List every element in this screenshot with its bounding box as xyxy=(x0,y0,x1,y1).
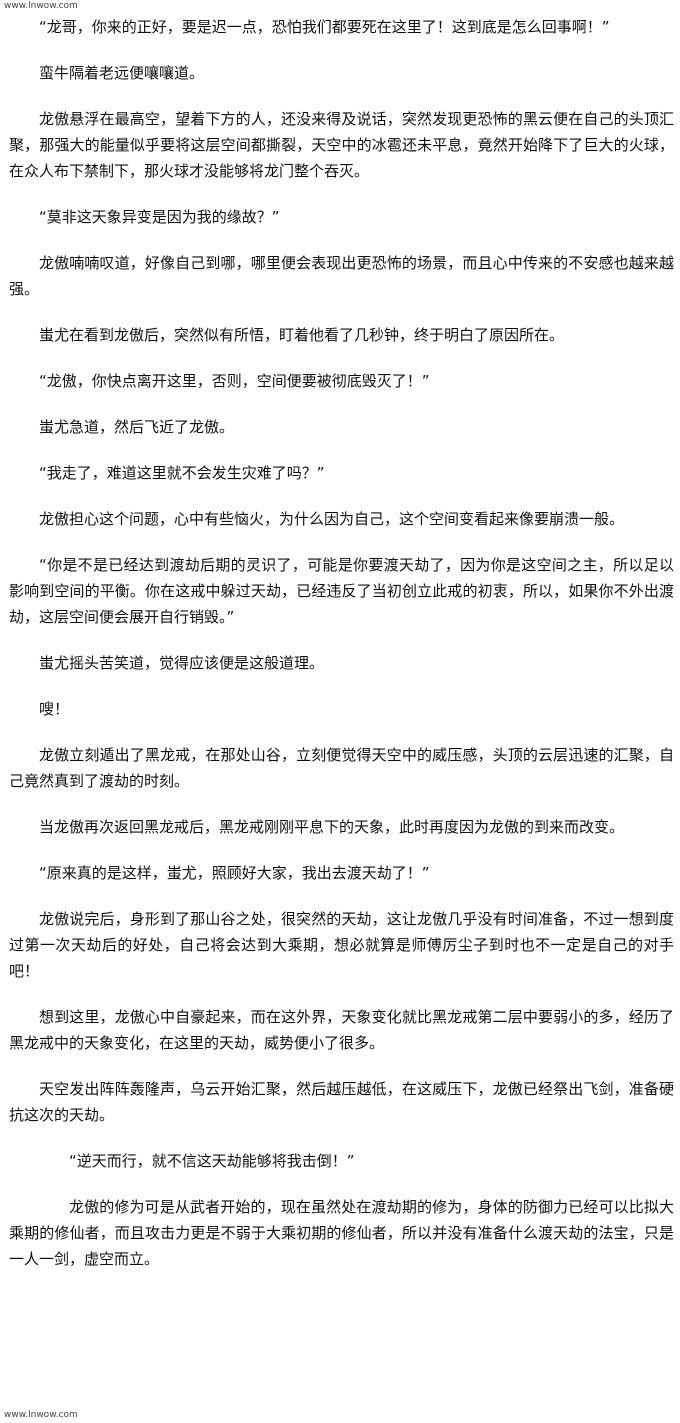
paragraph-20: “逆天而行，就不信这天劫能够将我击倒！” xyxy=(69,1152,355,1170)
paragraph-21: 龙傲的修为可是从武者开始的，现在虽然处在渡劫期的修为，身体的防御力已经可以比拟大… xyxy=(9,1198,674,1268)
paragraph-15: 当龙傲再次返回黑龙戒后，黑龙戒刚刚平息下的天象，此时再度因为龙傲的到来而改变。 xyxy=(39,818,625,836)
paragraph-2: 蛮牛隔着老远便嚷嚷道。 xyxy=(39,64,205,82)
paragraph-1: “龙哥，你来的正好，要是迟一点，恐怕我们都要死在这里了！这到底是怎么回事啊！” xyxy=(39,18,610,36)
paragraph-8: 蚩尤急道，然后飞近了龙傲。 xyxy=(39,418,235,436)
paragraph-10: 龙傲担心这个问题，心中有些恼火，为什么因为自己，这个空间变看起来像要崩溃一般。 xyxy=(39,510,625,528)
paragraph-17: 龙傲说完后，身形到了那山谷之处，很突然的天劫，这让龙傲几乎没有时间准备，不过一想… xyxy=(9,910,674,980)
paragraph-11: “你是不是已经达到渡劫后期的灵识了，可能是你要渡天劫了，因为你是这空间之主，所以… xyxy=(9,556,674,626)
paragraph-19: 天空发出阵阵轰隆声，乌云开始汇聚，然后越压越低，在这威压下，龙傲已经祭出飞剑，准… xyxy=(9,1080,674,1124)
paragraph-14: 龙傲立刻遁出了黑龙戒，在那处山谷，立刻便觉得天空中的威压感，头顶的云层迅速的汇聚… xyxy=(9,746,674,790)
paragraph-18: 想到这里，龙傲心中自豪起来，而在这外界，天象变化就比黑龙戒第二层中要弱小的多，经… xyxy=(9,1008,674,1052)
paragraph-9: “我走了，难道这里就不会发生灾难了吗？” xyxy=(39,464,325,482)
watermark-top: www.lnwow.com xyxy=(4,1,78,11)
paragraph-13: 嗖！ xyxy=(39,700,70,718)
article-body: “龙哥，你来的正好，要是迟一点，恐怕我们都要死在这里了！这到底是怎么回事啊！” … xyxy=(0,14,680,1272)
paragraph-6: 蚩尤在看到龙傲后，突然似有所悟，盯着他看了几秒钟，终于明白了原因所在。 xyxy=(39,326,565,344)
paragraph-7: “龙傲，你快点离开这里，否则，空间便要被彻底毁灭了！” xyxy=(39,372,430,390)
watermark-bottom: www.lnwow.com xyxy=(4,1410,78,1420)
paragraph-5: 龙傲喃喃叹道，好像自己到哪，哪里便会表现出更恐怖的场景，而且心中传来的不安感也越… xyxy=(9,254,674,298)
paragraph-3: 龙傲悬浮在最高空，望着下方的人，还没来得及说话，突然发现更恐怖的黑云便在自己的头… xyxy=(9,110,674,180)
paragraph-4: “莫非这天象异变是因为我的缘故？” xyxy=(39,208,280,226)
paragraph-16: “原来真的是这样，蚩尤，照顾好大家，我出去渡天劫了！” xyxy=(39,864,430,882)
paragraph-12: 蚩尤摇头苦笑道，觉得应该便是这般道理。 xyxy=(39,654,325,672)
